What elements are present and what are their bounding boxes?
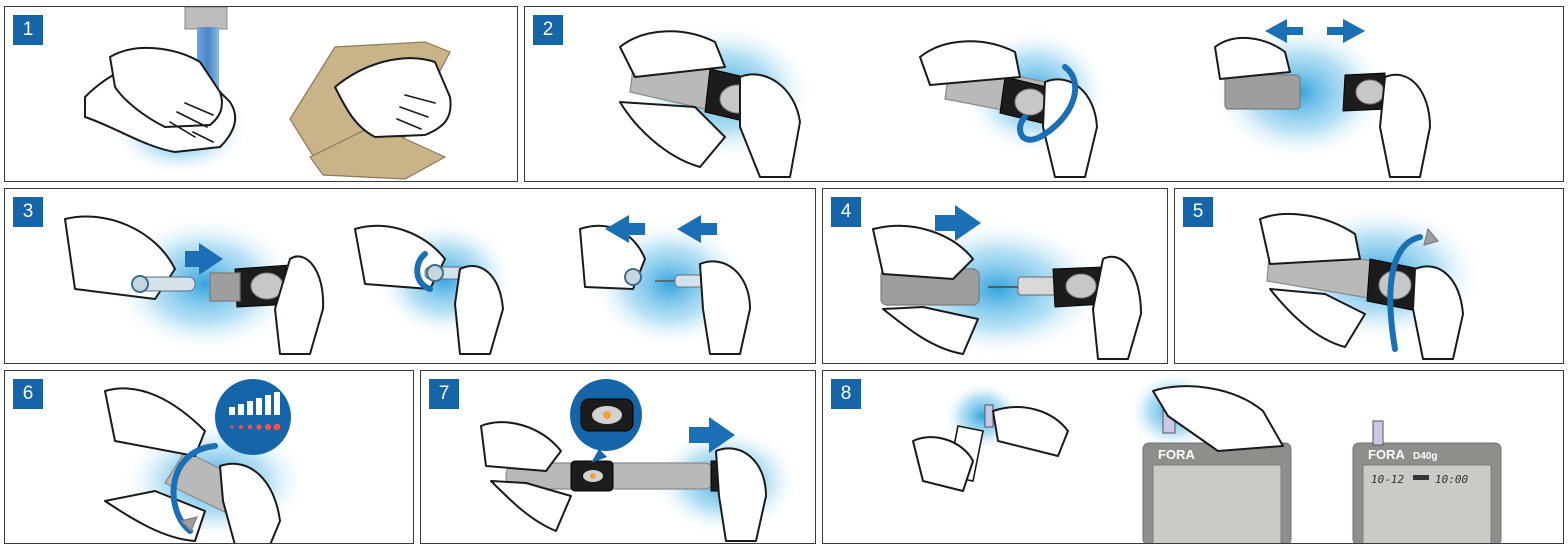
panel-2: 2 <box>524 6 1564 182</box>
panel-6: 6 <box>4 370 414 544</box>
step-badge: 5 <box>1183 197 1213 227</box>
insert-lancet-illustration <box>64 214 751 355</box>
step-badge: 7 <box>429 379 459 409</box>
meter-brand-label: FORA <box>1158 447 1195 462</box>
meter-time-readout: 10:00 <box>1435 473 1468 486</box>
meter-date-readout: 10-12 <box>1371 473 1404 486</box>
adjust-depth-illustration <box>104 379 310 543</box>
step-badge: 2 <box>533 15 563 45</box>
panel-7: 7 <box>420 370 816 544</box>
panel-1: 1 <box>4 6 518 182</box>
meter-model-label: D40g <box>1413 451 1437 462</box>
depth-level-bars <box>229 392 280 415</box>
remove-cap-illustration <box>619 19 1431 178</box>
wash-hands-illustration <box>84 7 452 180</box>
panel-5: 5 <box>1174 188 1564 364</box>
panel-3: 3 <box>4 188 816 364</box>
panel-8: FORA FORA D40g 10-12 10:00 8 <box>822 370 1564 544</box>
step-badge: 8 <box>831 379 861 409</box>
blood-drop-icons <box>230 423 281 431</box>
insert-strip-illustration: FORA FORA D40g 10-12 10:00 <box>912 371 1502 543</box>
step-badge: 1 <box>13 15 43 45</box>
panel-4: 4 <box>822 188 1168 364</box>
replace-cap-illustration <box>872 205 1142 360</box>
step-badge: 3 <box>13 197 43 227</box>
cock-device-illustration <box>480 379 801 542</box>
step-badge: 6 <box>13 379 43 409</box>
meter-brand-label-2: FORA <box>1368 447 1405 462</box>
step-badge: 4 <box>831 197 861 227</box>
set-depth-illustration <box>1259 204 1485 360</box>
